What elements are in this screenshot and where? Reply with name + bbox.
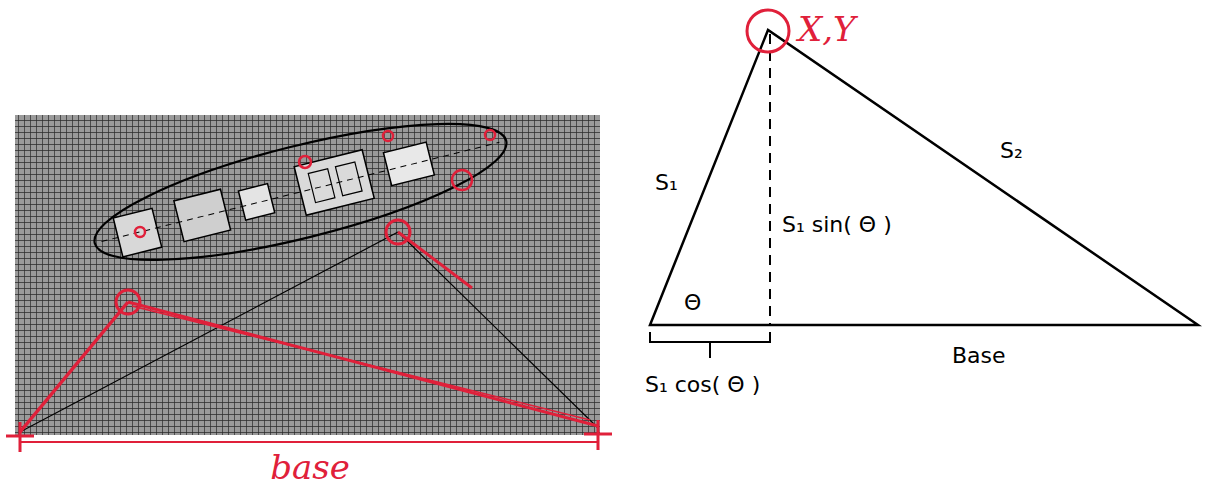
measure-line <box>20 302 128 432</box>
apex-marker <box>747 10 789 52</box>
centreline <box>102 142 500 241</box>
hull-outline <box>84 96 518 288</box>
target-point <box>386 220 410 244</box>
base-cross <box>6 422 34 452</box>
deck-item <box>238 184 274 220</box>
height-line <box>769 34 771 324</box>
target-point <box>116 290 140 314</box>
triangle <box>650 30 1198 325</box>
measure-line <box>128 302 598 426</box>
base-label: base <box>270 448 350 487</box>
base-line <box>20 441 598 443</box>
measure-line <box>20 232 398 432</box>
base-label: Base <box>952 343 1006 368</box>
survey-point <box>299 156 311 168</box>
bracket <box>650 332 770 358</box>
base-cross <box>584 420 612 450</box>
hatch <box>174 189 231 241</box>
boat-sketch <box>84 96 518 288</box>
window <box>308 169 335 203</box>
offset-label: S₁ cos( Θ ) <box>645 372 760 397</box>
foredeck <box>383 142 434 186</box>
window <box>335 162 362 196</box>
side-label: S₂ <box>1000 138 1023 163</box>
measure-line <box>398 232 472 288</box>
grid-paper <box>15 115 600 435</box>
point-label: X,Y <box>798 10 855 49</box>
survey-point <box>452 170 472 190</box>
survey-point <box>383 131 393 141</box>
survey-point <box>135 227 145 237</box>
measure-line <box>132 306 590 420</box>
angle-label: Θ <box>684 290 701 315</box>
height-label: S₁ sin( Θ ) <box>782 212 892 237</box>
wheelhouse <box>294 150 374 215</box>
side-label: S₁ <box>655 170 678 195</box>
survey-point <box>485 130 495 140</box>
